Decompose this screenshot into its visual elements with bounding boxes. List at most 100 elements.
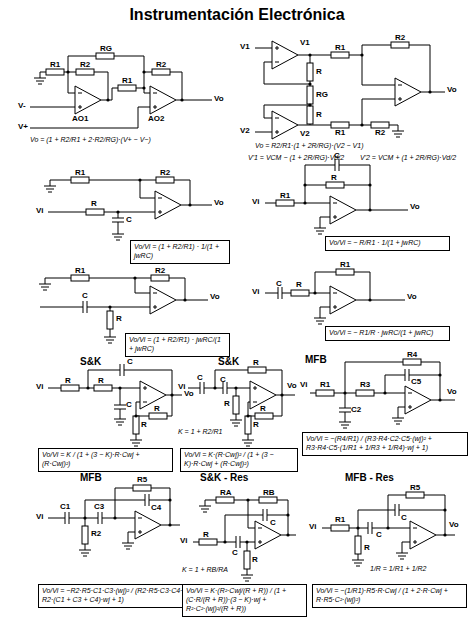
junction-dot: [313, 291, 316, 294]
resistor-symbol: [149, 413, 167, 419]
component-label: R2: [156, 61, 166, 69]
junction-dot: [138, 178, 141, 181]
resistor-symbol: [371, 122, 389, 128]
component-label: C: [334, 152, 340, 160]
component-label: C: [82, 292, 88, 300]
wire: [48, 180, 212, 228]
section-heading: S&K: [218, 357, 239, 367]
resistor-symbol: [255, 413, 273, 419]
component-label: R1: [335, 44, 345, 52]
resistor-symbol: [316, 390, 334, 396]
resistor-symbol: [46, 69, 64, 75]
resistor-symbol: [107, 311, 113, 329]
component-label: RG: [100, 45, 112, 53]
resistor-symbol: [151, 275, 169, 281]
transfer-function: Vo/Vi = − R/R1 · 1/(1 + jwRC): [329, 239, 446, 248]
wire: [40, 278, 208, 331]
component-label: R: [316, 111, 322, 119]
resistor-symbol: [307, 63, 313, 81]
component-label: R1: [320, 381, 330, 389]
component-label: Vo: [214, 199, 224, 207]
junction-dot: [303, 201, 306, 204]
capacitor-symbol: [395, 504, 399, 516]
resistor-symbol: [216, 497, 234, 503]
component-label: R: [154, 405, 160, 413]
ground-symbol: [230, 414, 242, 426]
wire: [48, 370, 182, 416]
resistor-symbol: [133, 416, 139, 434]
opamp-symbol: [150, 286, 176, 314]
section-heading: S&K: [80, 357, 101, 367]
component-label: R2: [160, 169, 170, 177]
component-label: R: [253, 359, 259, 367]
component-label: V-: [18, 102, 26, 110]
junction-dot: [308, 82, 311, 85]
component-label: RG: [316, 91, 328, 99]
ground-symbol: [122, 537, 134, 549]
component-label: C1: [60, 503, 70, 511]
resistor-symbol: [336, 269, 354, 275]
component-label: R1: [335, 129, 345, 137]
component-label: Vo: [184, 390, 194, 398]
component-label: R: [364, 544, 370, 552]
junction-dot: [386, 526, 389, 529]
junction-dot: [168, 523, 171, 526]
resistor-symbol: [61, 385, 79, 391]
junction-dot: [234, 386, 237, 389]
component-label: R4: [407, 351, 417, 359]
junction-dot: [180, 98, 183, 101]
component-label: V+: [18, 123, 28, 131]
junction-dot: [246, 498, 249, 501]
wire: [310, 362, 455, 416]
capacitor-symbol: [405, 369, 409, 381]
junction-dot: [368, 183, 371, 186]
junction-dot: [170, 393, 173, 396]
opamp-symbol: [255, 521, 281, 549]
resistor-symbol: [71, 275, 89, 281]
component-label: C: [197, 374, 203, 382]
component-label: Vi: [178, 383, 185, 391]
component-label: Vo: [214, 95, 224, 103]
component-label: V1: [300, 39, 310, 47]
formula-box: Vo/Vi = K / (1 + (3 − K)·R·Cwj + (R·Cwj)…: [38, 448, 173, 472]
resistor-symbol: [291, 290, 309, 296]
component-label: C: [126, 216, 132, 224]
opamp-symbol: [272, 111, 298, 139]
transfer-function: Vo/Vi = −(1/R1)·R5·R·Cwj / (1 + 2·R·Cwj …: [316, 587, 463, 605]
junction-dot: [438, 373, 441, 376]
formula-box: Vo/Vi = K·(R·Cwj)² / (1 + (3 − K)·R·Cwj …: [180, 448, 298, 472]
resistor-symbol: [233, 396, 239, 414]
formula-text: Vo = R2/R1·(1 + 2R/RG)·(V2 − V1): [255, 142, 363, 149]
capacitor-symbol: [236, 536, 240, 548]
component-label: R3: [360, 381, 370, 389]
opamp-symbol: [75, 86, 101, 114]
junction-dot: [223, 540, 226, 543]
component-label: R: [203, 531, 209, 539]
formula-box: Vo/Vi = K·(R²·Cwj/(R + R)) / (1 + (C·R/(…: [182, 584, 307, 617]
ground-symbol: [392, 412, 404, 424]
component-label: R1: [340, 261, 350, 269]
transfer-function: Vo/Vi = (1 + R2/R1) · jwRC/(1 + jwRC): [129, 336, 226, 354]
junction-dot: [188, 203, 191, 206]
component-label: C3: [94, 503, 104, 511]
junction-dot: [383, 391, 386, 394]
resistor-symbol: [133, 485, 151, 491]
component-label: C: [401, 514, 407, 522]
component-label: R: [141, 421, 147, 429]
component-label: Vi: [36, 513, 43, 521]
component-label: Vi: [252, 198, 259, 206]
component-label: V2: [240, 127, 250, 135]
component-label: Vo: [407, 293, 417, 301]
ground-symbol: [104, 331, 116, 343]
junction-dot: [368, 208, 371, 211]
ground-symbol: [39, 278, 51, 290]
junction-dot: [183, 298, 186, 301]
capacitor-symbol: [339, 408, 351, 412]
capacitor-symbol: [120, 364, 124, 376]
component-label: C: [270, 519, 276, 527]
component-label: Vi: [180, 537, 187, 545]
ground-symbol: [130, 434, 142, 446]
component-label: C5: [411, 378, 421, 386]
opamp-symbol: [330, 286, 356, 314]
component-label: R1: [280, 192, 290, 200]
